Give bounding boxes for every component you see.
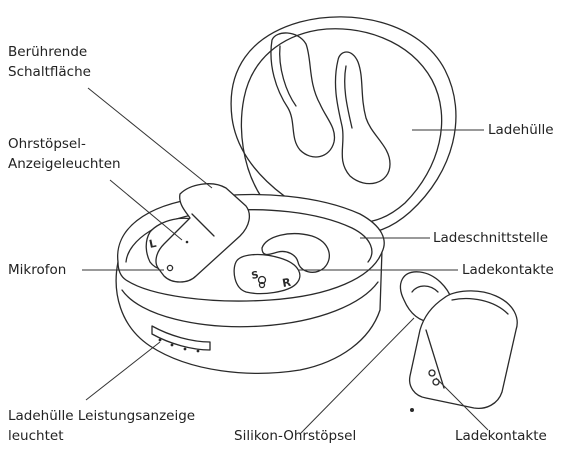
label-charging-case: Ladehülle xyxy=(488,120,554,140)
label-microphone: Mikrofon xyxy=(8,260,66,280)
label-charging-port: Ladeschnittstelle xyxy=(433,228,548,248)
label-earbud-indicator-line2: Anzeigeleuchten xyxy=(8,154,121,174)
label-silicone-tips: Silikon-Ohrstöpsel xyxy=(234,426,356,446)
label-case-power-line2: leuchtet xyxy=(8,426,63,446)
label-touch-button-line1: Berührende xyxy=(8,42,87,62)
leader-case-power xyxy=(86,342,160,400)
label-case-power-line1: Ladehülle Leistungsanzeige xyxy=(8,406,195,426)
label-charging-contacts-earbud: Ladekontakte xyxy=(455,426,547,446)
label-earbud-indicator-line1: Ohrstöpsel- xyxy=(8,134,86,154)
label-touch-button-line2: Schaltfläche xyxy=(8,62,91,82)
earbud-loose xyxy=(401,272,518,412)
label-charging-contacts-case: Ladekontakte xyxy=(462,260,554,280)
